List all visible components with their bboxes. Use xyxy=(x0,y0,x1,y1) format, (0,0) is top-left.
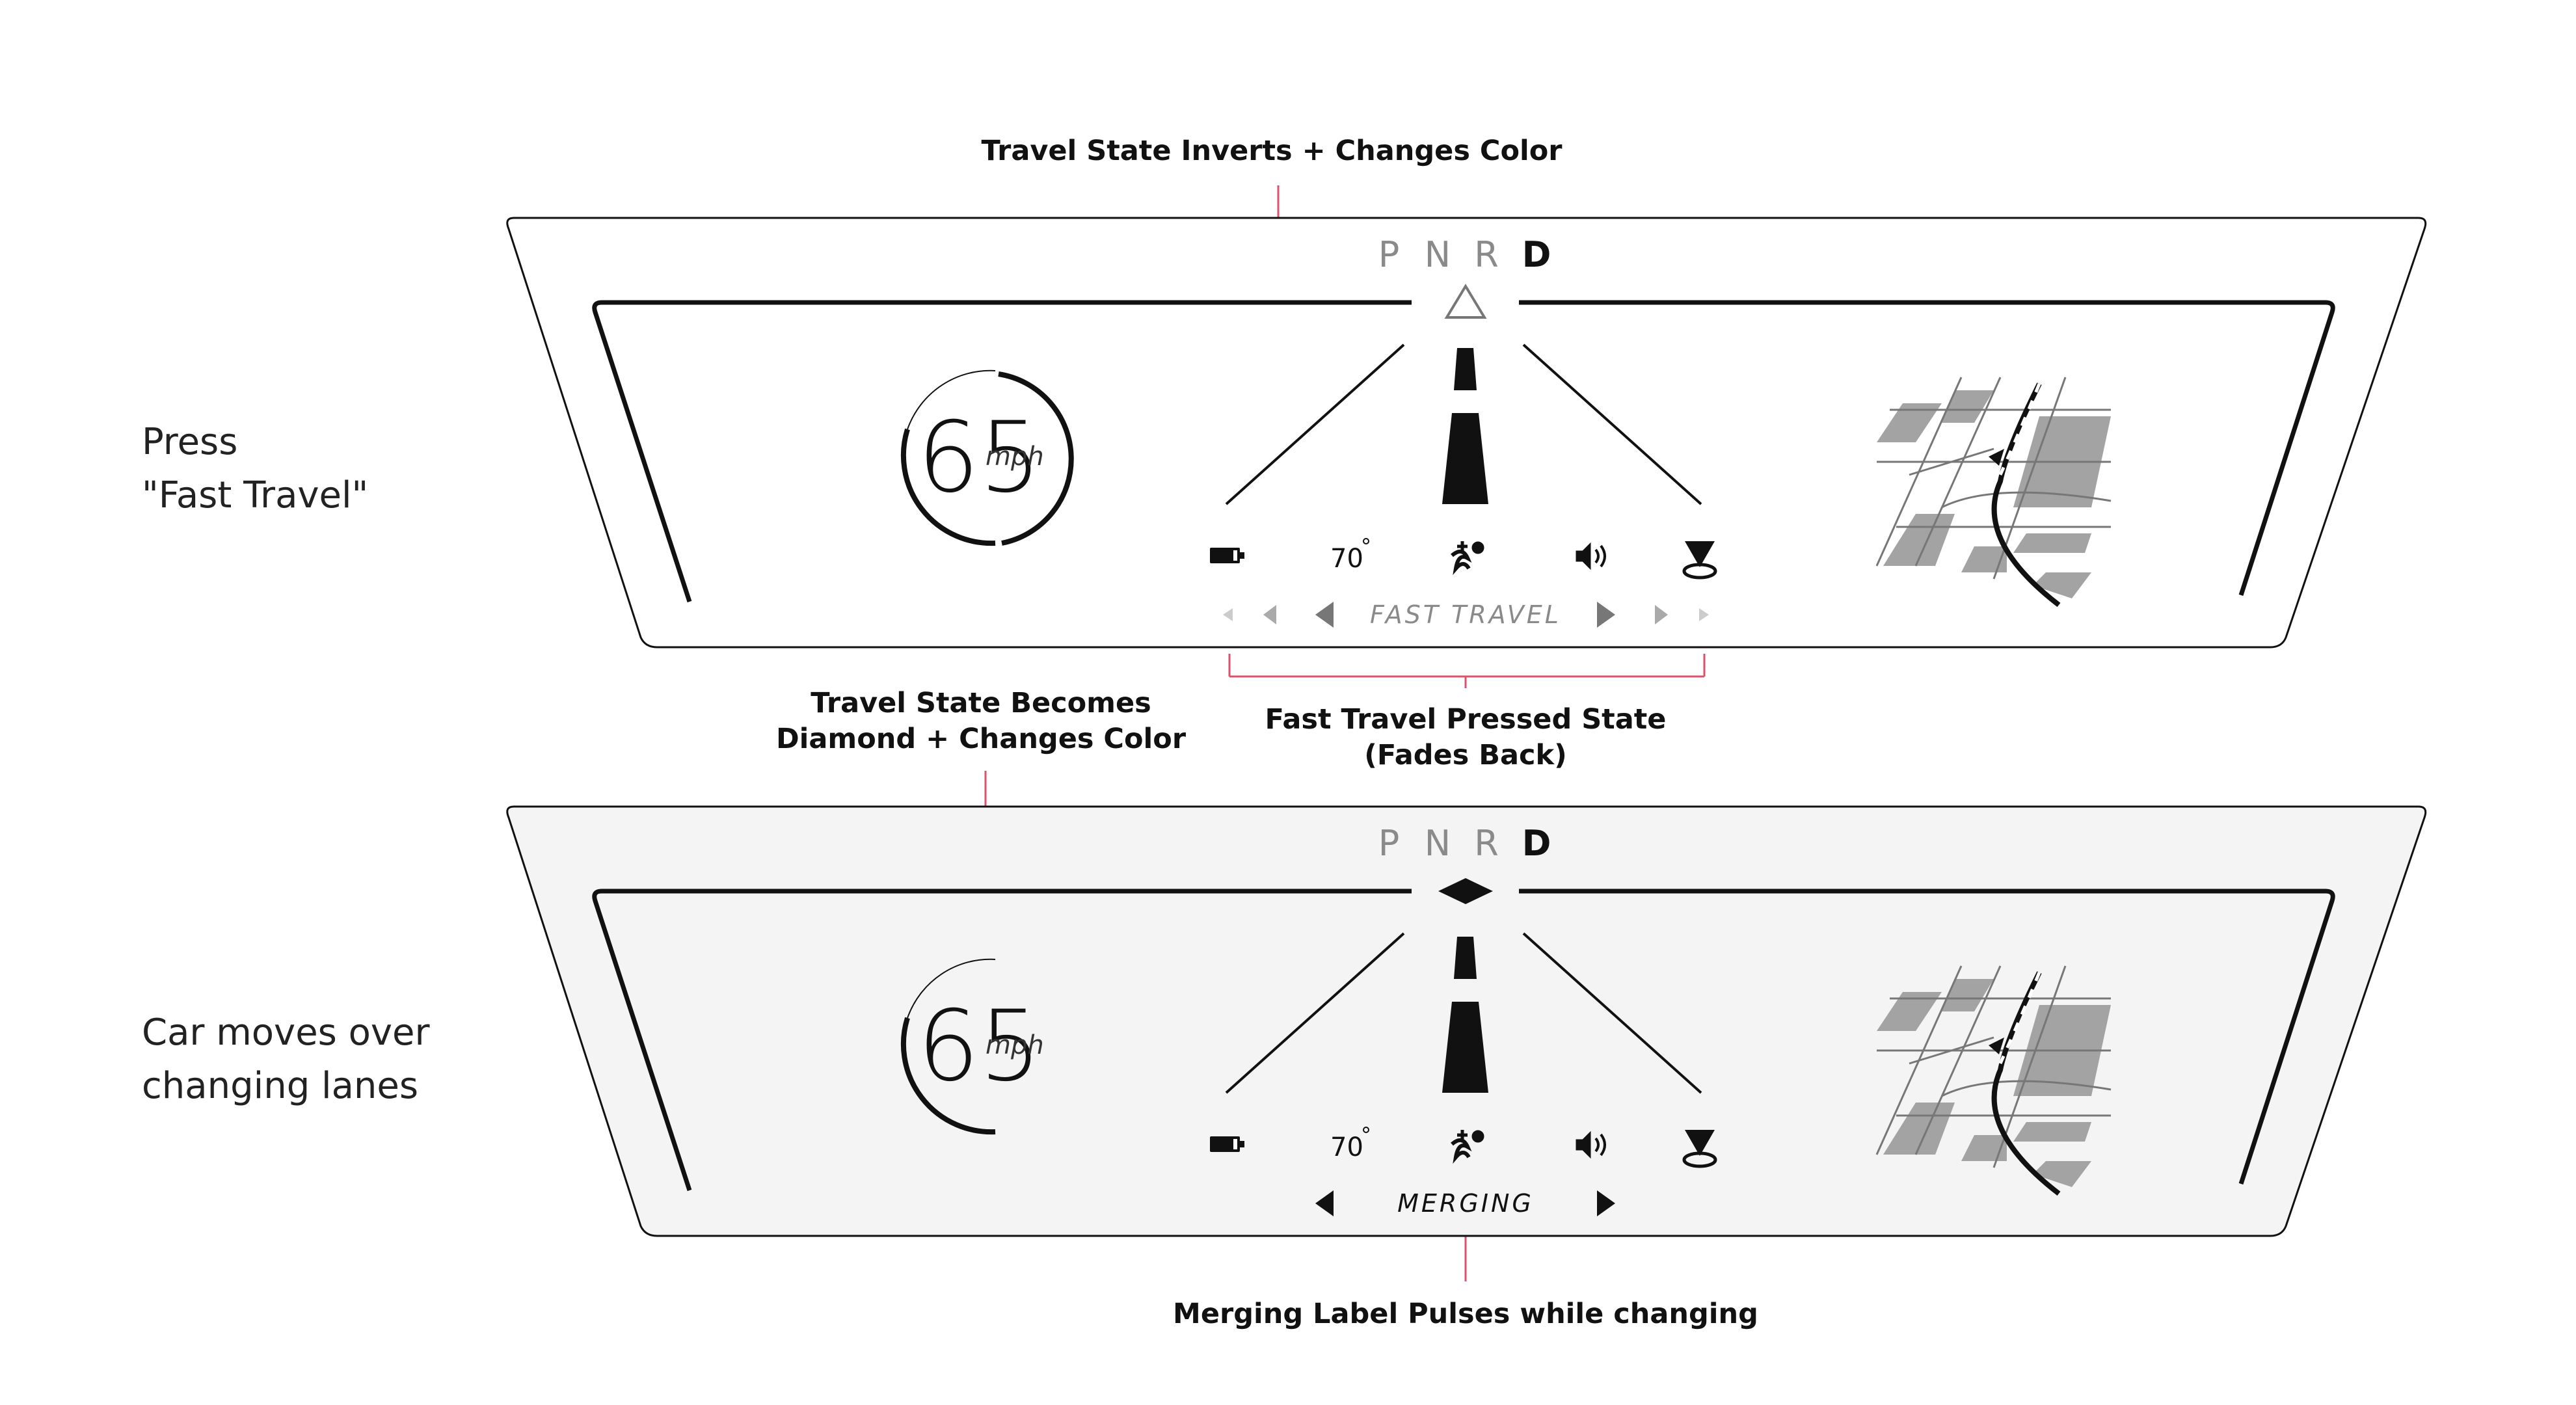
side-label-fast-travel: "Fast Travel" xyxy=(142,474,368,516)
speedometer: 65 mph xyxy=(900,958,1044,1135)
gear-d-active[interactable]: D xyxy=(1522,234,1551,275)
gear-p[interactable]: P xyxy=(1378,823,1400,864)
fast-travel-control[interactable]: FAST TRAVEL xyxy=(1223,600,1709,629)
side-label-car-moves: Car moves over xyxy=(142,1011,430,1054)
inner-frame-right xyxy=(1519,889,2335,1185)
annotation-fast-travel-pressed-2: (Fades Back) xyxy=(1364,739,1567,771)
inner-frame-left xyxy=(592,889,1412,1192)
annotation-travel-state-inverts: Travel State Inverts + Changes Color xyxy=(982,135,1563,167)
annotation-fast-travel-pressed-1: Fast Travel Pressed State xyxy=(1265,703,1667,736)
annotation-merging-pulses: Merging Label Pulses while changing xyxy=(1173,1298,1758,1330)
temperature-value: 70 xyxy=(1330,1132,1363,1162)
gear-p[interactable]: P xyxy=(1378,234,1400,275)
speedometer: 65 mph xyxy=(900,369,1074,546)
triangle-outline-icon xyxy=(1444,284,1487,319)
arrow-right-icon xyxy=(1597,1190,1615,1216)
side-label-changing-lanes: changing lanes xyxy=(142,1065,418,1107)
gear-n[interactable]: N xyxy=(1425,234,1451,275)
gear-r[interactable]: R xyxy=(1474,823,1499,864)
gear-n[interactable]: N xyxy=(1425,823,1451,864)
battery-icon xyxy=(1210,548,1244,563)
temperature-value: 70 xyxy=(1330,544,1363,574)
speed-unit: mph xyxy=(986,442,1044,472)
diamond-filled-icon xyxy=(1438,878,1493,904)
gear-d-active[interactable]: D xyxy=(1522,823,1551,864)
gear-r[interactable]: R xyxy=(1474,234,1499,275)
arrow-left-icon xyxy=(1263,605,1276,624)
road-icon xyxy=(1225,932,1702,1094)
arrow-left-icon xyxy=(1223,608,1233,621)
dashboard-panel-top: P N R D 65 mph 70 xyxy=(506,217,2427,649)
arrow-right-icon xyxy=(1699,608,1709,621)
merging-control[interactable]: MERGING xyxy=(1315,1189,1615,1218)
road-icon xyxy=(1225,343,1702,505)
arrow-right-icon xyxy=(1655,605,1668,624)
degree-symbol xyxy=(1363,1127,1369,1133)
side-label-press: Press xyxy=(142,421,237,463)
arrow-left-icon xyxy=(1315,602,1334,628)
annotation-travel-state-becomes-1: Travel State Becomes xyxy=(811,687,1151,719)
speed-unit: mph xyxy=(986,1030,1044,1060)
arrow-left-icon xyxy=(1315,1190,1334,1216)
merging-label[interactable]: MERGING xyxy=(1397,1189,1534,1218)
dashboard-panel-bottom: P N R D 65 mph 70 MERGING xyxy=(506,805,2427,1237)
speed-value: 65 xyxy=(917,990,1041,1103)
fast-travel-label[interactable]: FAST TRAVEL xyxy=(1370,600,1561,629)
speed-value: 65 xyxy=(917,401,1041,515)
arrow-right-icon xyxy=(1597,602,1615,628)
degree-symbol xyxy=(1363,538,1369,544)
annotation-travel-state-becomes-2: Diamond + Changes Color xyxy=(776,723,1187,755)
battery-icon xyxy=(1210,1136,1244,1152)
inner-frame-left xyxy=(592,300,1412,603)
inner-frame-right xyxy=(1519,300,2335,596)
